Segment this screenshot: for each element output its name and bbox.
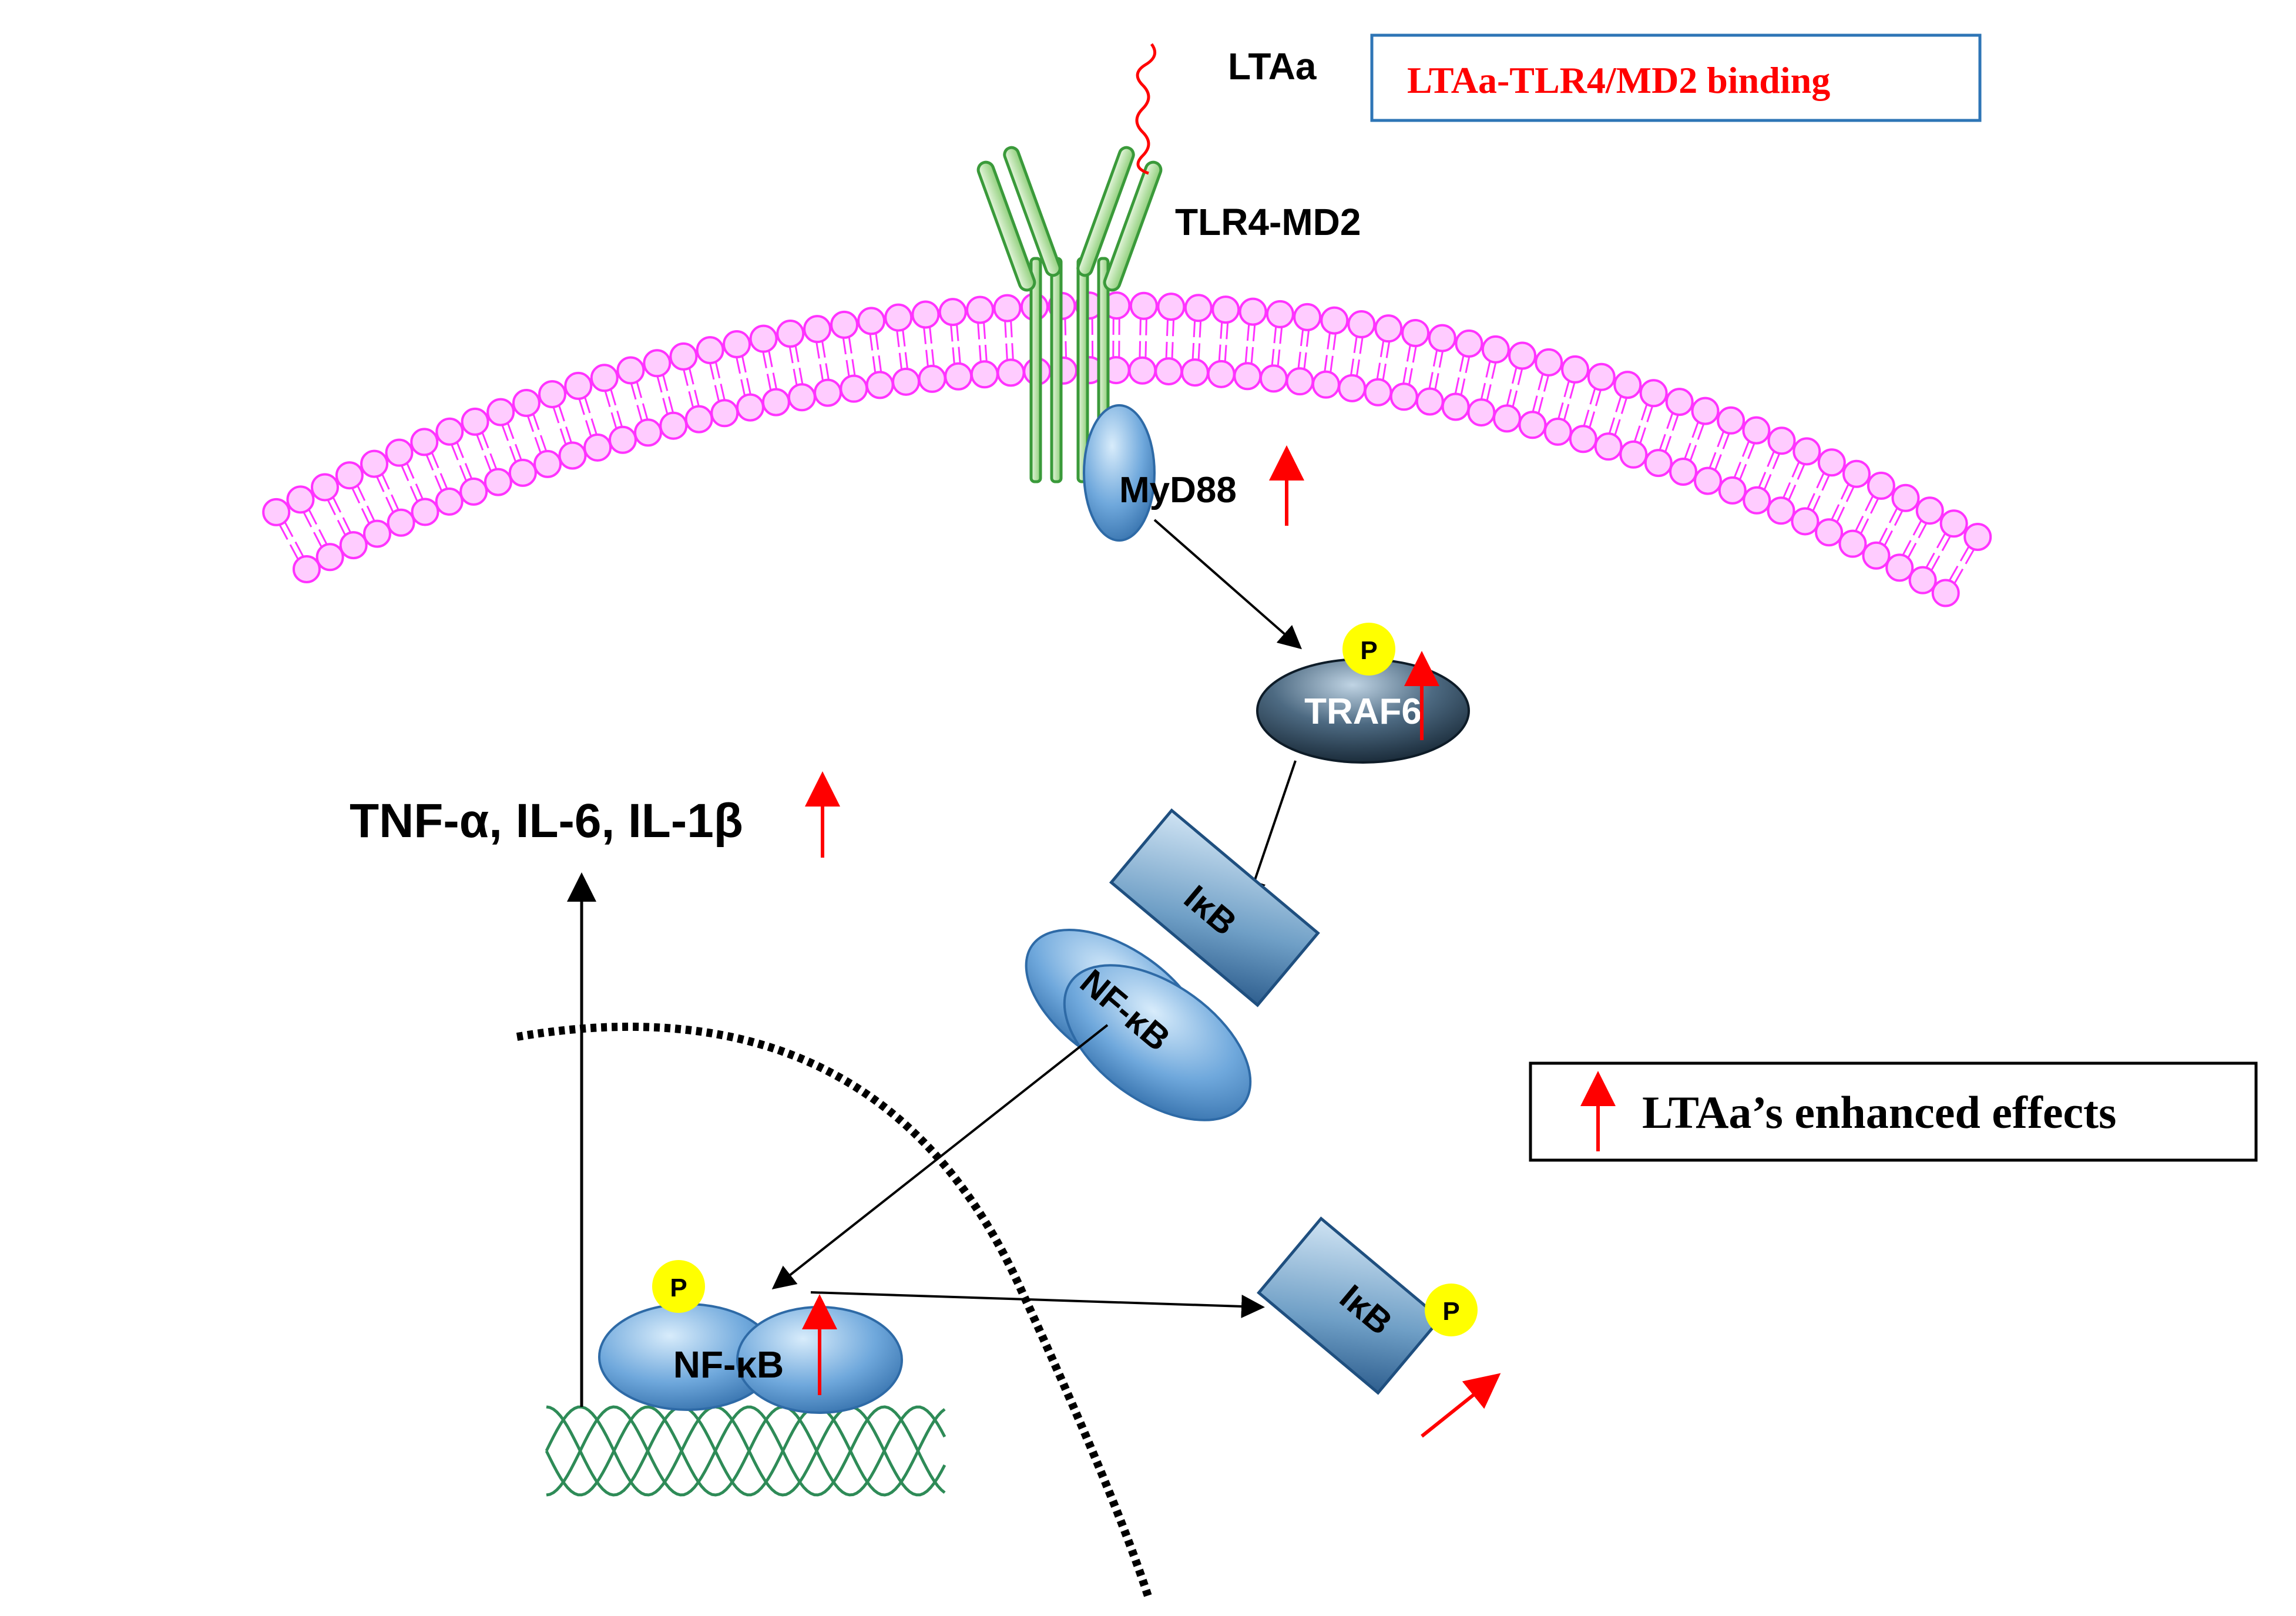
- ikb-nfkb-complex: [1025, 808, 1320, 1121]
- nfkb-phospho-icon: [652, 1260, 705, 1313]
- arrow-myd88-to-traf6: [1153, 519, 1303, 650]
- traf6-phospho-label: P: [1360, 636, 1377, 665]
- ltaa-label: LTAa: [1228, 45, 1317, 88]
- myd88-label: MyD88: [1119, 470, 1237, 510]
- tlr4-md2-receptor-icon: [976, 146, 1163, 483]
- free-ikb-up-arrow-icon: [1421, 1373, 1501, 1438]
- arrow-complex-to-nucleus: [771, 1024, 1109, 1289]
- nfkb-phospho-label: P: [670, 1274, 687, 1302]
- dna-helix-icon: [545, 1405, 946, 1497]
- legend-box: [1529, 1061, 2258, 1162]
- nuclear-envelope: [516, 1023, 1153, 1600]
- binding-box-text: LTAa-TLR4/MD2 binding: [1407, 59, 1830, 101]
- traf6-label: TRAF6: [1304, 691, 1422, 732]
- free-ikb-phospho-label: P: [1442, 1297, 1459, 1326]
- cell-membrane-bilayer: [262, 291, 1992, 607]
- arrow-to-free-ikb: [810, 1291, 1265, 1318]
- binding-box: [1370, 33, 1982, 122]
- traf6-phospho-icon: [1342, 623, 1395, 676]
- cytokines-label: TNF-α, IL-6, IL-1β: [350, 794, 743, 848]
- ltaa-ligand-icon: [1135, 43, 1157, 175]
- myd88-protein: [1083, 404, 1156, 542]
- arrow-traf6-to-complex: [1243, 760, 1297, 903]
- nuclear-nfkb-label: NF-κB: [673, 1343, 784, 1386]
- legend-text: LTAa’s enhanced effects: [1642, 1087, 2116, 1138]
- tlr4-md2-label: TLR4-MD2: [1175, 201, 1361, 243]
- free-ikb-phospho-icon: [1425, 1284, 1478, 1336]
- free-ikb-protein: [1257, 1216, 1443, 1395]
